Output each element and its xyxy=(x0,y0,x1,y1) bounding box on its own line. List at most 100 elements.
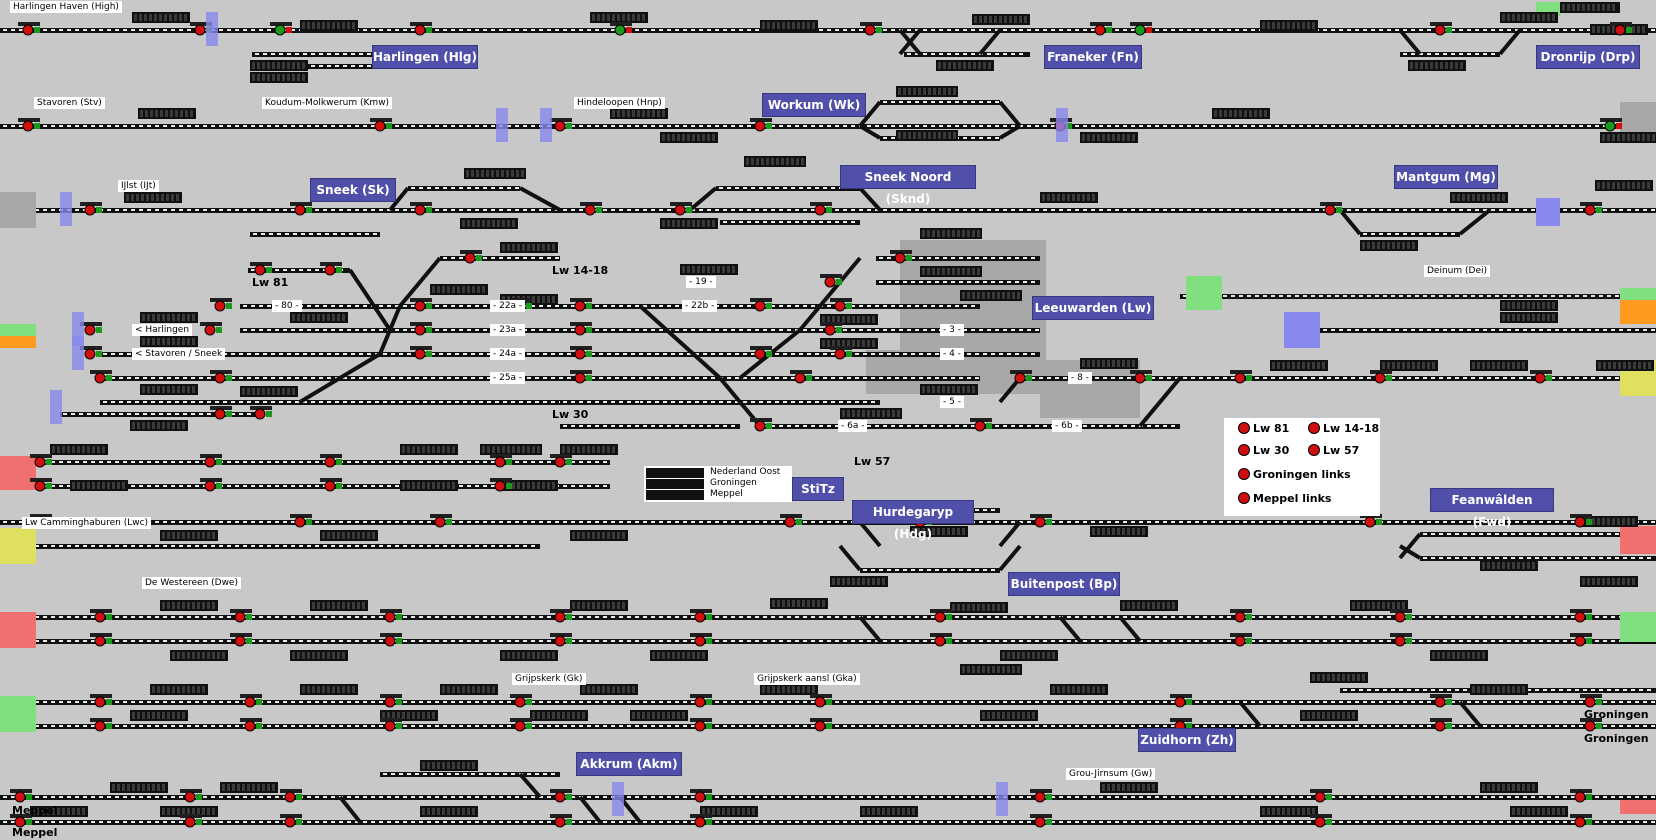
track-dash xyxy=(75,125,79,127)
track-dash xyxy=(623,353,627,355)
block-digit xyxy=(1597,4,1600,11)
track-dash xyxy=(1607,533,1611,535)
signal-icon[interactable] xyxy=(84,204,96,216)
track-dash xyxy=(1647,689,1651,691)
track-dash xyxy=(659,821,663,823)
block-digit xyxy=(1497,686,1500,693)
signal-icon[interactable] xyxy=(374,120,386,132)
track-dash xyxy=(1403,329,1407,331)
train-number-block[interactable] xyxy=(480,444,542,455)
track-dash xyxy=(763,725,767,727)
track-dash xyxy=(115,640,119,642)
track-dash xyxy=(309,233,313,235)
track-dash xyxy=(1411,821,1415,823)
signal-icon[interactable] xyxy=(1434,24,1446,36)
signal-icon[interactable] xyxy=(1094,24,1106,36)
block-digit xyxy=(938,132,941,139)
track-dash xyxy=(955,725,959,727)
track-dash xyxy=(635,329,639,331)
block-digit xyxy=(162,338,165,345)
block-digit xyxy=(912,528,915,535)
track-dash xyxy=(1051,616,1055,618)
signal-icon[interactable] xyxy=(414,204,426,216)
signal-icon[interactable] xyxy=(1614,24,1626,36)
train-number-block[interactable] xyxy=(464,168,526,179)
track-dash xyxy=(915,616,919,618)
track-segment xyxy=(380,772,560,777)
signal-icon[interactable] xyxy=(414,24,426,36)
line-end-indicator[interactable] xyxy=(1186,276,1222,310)
block-digit xyxy=(152,314,155,321)
block-digit xyxy=(192,386,195,393)
track-dash xyxy=(1355,616,1359,618)
line-end-indicator[interactable] xyxy=(1620,300,1656,324)
track-dash xyxy=(307,329,311,331)
line-end-indicator[interactable] xyxy=(0,528,36,564)
train-number-block[interactable] xyxy=(744,156,806,167)
train-number-block[interactable] xyxy=(840,408,902,419)
line-end-indicator[interactable] xyxy=(1620,800,1656,814)
block-digit xyxy=(1382,242,1385,249)
signal-icon[interactable] xyxy=(274,24,286,36)
track-dash xyxy=(59,640,63,642)
block-digit xyxy=(547,296,550,303)
line-end-indicator[interactable] xyxy=(0,612,36,648)
signal-icon[interactable] xyxy=(554,120,566,132)
signal-icon[interactable] xyxy=(614,24,626,36)
signal-icon[interactable] xyxy=(22,24,34,36)
block-digit xyxy=(967,604,970,611)
train-number-block[interactable] xyxy=(896,86,958,97)
track-dash xyxy=(267,209,271,211)
train-number-block[interactable] xyxy=(960,290,1022,301)
track-dash xyxy=(1211,616,1215,618)
track-dash xyxy=(603,521,607,523)
line-end-indicator[interactable] xyxy=(1620,288,1656,302)
block-digit xyxy=(337,602,340,609)
train-number-block[interactable] xyxy=(896,130,958,141)
block-digit xyxy=(232,784,235,791)
block-digit xyxy=(692,134,695,141)
train-number-block[interactable] xyxy=(920,228,982,239)
line-end-indicator[interactable] xyxy=(0,456,36,490)
signal-icon[interactable] xyxy=(22,120,34,132)
line-end-indicator[interactable] xyxy=(0,192,36,228)
track-dash xyxy=(1019,209,1023,211)
line-end-indicator[interactable] xyxy=(1536,198,1560,226)
signal-icon[interactable] xyxy=(1134,24,1146,36)
block-digit xyxy=(427,482,430,489)
track-dash xyxy=(683,725,687,727)
track-dash xyxy=(531,725,535,727)
block-digit xyxy=(187,652,190,659)
line-end-indicator[interactable] xyxy=(0,696,36,732)
signal-icon[interactable] xyxy=(754,120,766,132)
block-digit xyxy=(1532,784,1535,791)
signal-icon[interactable] xyxy=(294,204,306,216)
track-dash xyxy=(935,353,939,355)
train-number-block[interactable] xyxy=(920,266,982,277)
block-digit xyxy=(1582,578,1585,585)
signal-icon[interactable] xyxy=(674,204,686,216)
signal-icon[interactable] xyxy=(1604,120,1616,132)
track-dash xyxy=(67,125,71,127)
track-dash xyxy=(1611,616,1615,618)
signal-icon[interactable] xyxy=(194,24,206,36)
block-digit xyxy=(192,338,195,345)
track-dash xyxy=(835,616,839,618)
line-end-indicator[interactable] xyxy=(1620,612,1656,642)
signal-icon[interactable] xyxy=(864,24,876,36)
track-dash xyxy=(1123,29,1127,31)
train-number-block[interactable] xyxy=(960,664,1022,675)
track-dash xyxy=(1059,796,1063,798)
track-dash xyxy=(1459,53,1463,55)
track-dash xyxy=(1131,209,1135,211)
track-dash xyxy=(615,377,619,379)
track-dash xyxy=(435,305,439,307)
line-end-indicator[interactable] xyxy=(1620,526,1656,554)
line-end-indicator[interactable] xyxy=(0,336,36,348)
line-end-indicator[interactable] xyxy=(1284,312,1320,348)
track-dash xyxy=(475,187,479,189)
track-dash xyxy=(391,401,395,403)
signal-icon[interactable] xyxy=(584,204,596,216)
block-digit xyxy=(177,338,180,345)
track-dash xyxy=(1179,821,1183,823)
